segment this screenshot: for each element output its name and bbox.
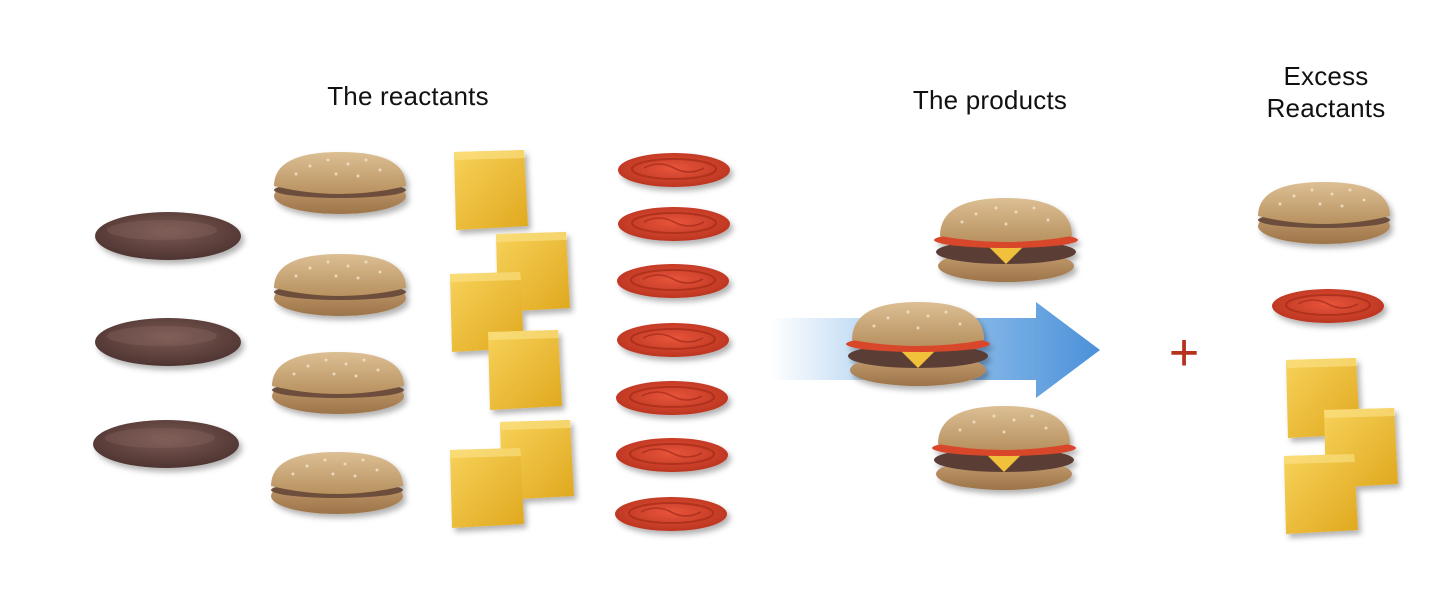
bun-icon	[274, 152, 406, 214]
plus-sign: +	[1169, 324, 1199, 382]
excess-reactants-group	[1258, 182, 1398, 534]
bun-column	[271, 152, 406, 514]
tomato-slice-icon	[617, 206, 731, 242]
excess-reactants-heading: Excess Reactants	[1236, 60, 1416, 124]
patty-icon	[93, 420, 239, 468]
cheeseburger-icon	[846, 302, 990, 386]
cheese-slice-icon	[488, 330, 562, 410]
tomato-slice-icon	[617, 152, 731, 188]
excess-heading-line1: Excess	[1283, 61, 1369, 91]
tomato-column	[614, 152, 731, 532]
tomato-slice-icon	[616, 263, 730, 299]
cheese-slice-icon	[454, 150, 528, 230]
tomato-slice-icon	[615, 380, 729, 416]
cheese-column	[450, 150, 574, 528]
reactants-heading: The reactants	[327, 81, 489, 111]
products-heading: The products	[912, 85, 1068, 115]
tomato-slice-icon	[614, 496, 728, 532]
tomato-slice-icon	[616, 322, 730, 358]
cheese-slice-icon	[450, 448, 524, 528]
bun-icon	[271, 452, 403, 514]
cheese-slice-icon	[1284, 454, 1358, 534]
patty-icon	[95, 212, 241, 260]
tomato-slice-icon	[615, 437, 729, 473]
bun-icon	[272, 352, 404, 414]
cheeseburger-icon	[932, 406, 1076, 490]
bun-icon	[1258, 182, 1390, 244]
tomato-slice-icon	[1271, 288, 1385, 324]
patty-icon	[95, 318, 241, 366]
bun-icon	[274, 254, 406, 316]
patty-column	[93, 212, 241, 468]
cheeseburger-icon	[934, 198, 1078, 282]
excess-heading-line2: Reactants	[1266, 93, 1386, 123]
